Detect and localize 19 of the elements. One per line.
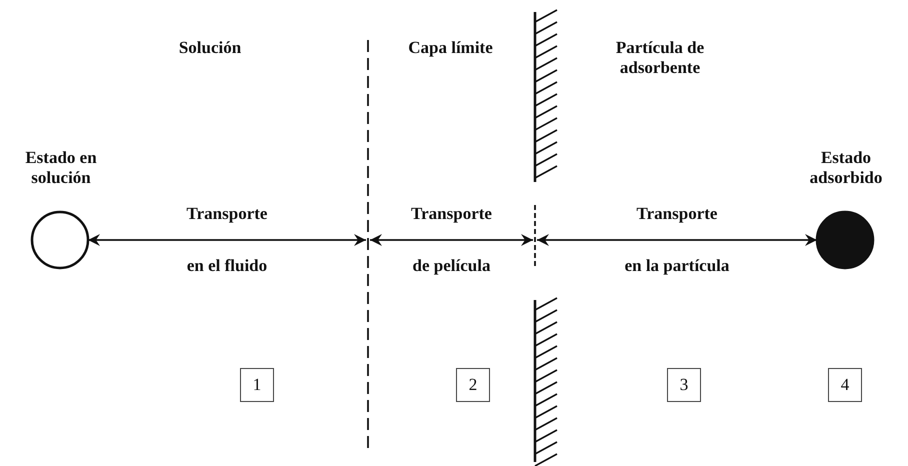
step-number-box: 3 <box>667 368 701 402</box>
double-arrow <box>370 234 533 246</box>
region-label: Solución <box>178 38 242 58</box>
step-number-box: 1 <box>240 368 274 402</box>
state-circle <box>816 210 874 270</box>
double-arrow <box>88 234 366 246</box>
state-circle <box>30 210 90 270</box>
double-arrow <box>537 234 817 246</box>
step-number-box: 2 <box>456 368 490 402</box>
edge-label: Transporte de película <box>410 203 493 277</box>
region-label: Capa límite <box>407 38 494 58</box>
step-number-box: 4 <box>828 368 862 402</box>
state-label: Estado adsorbido <box>790 148 902 188</box>
region-label: Partícula de adsorbente <box>614 38 706 78</box>
dashed-boundary-line <box>367 40 369 448</box>
edge-label: Transporte en la partícula <box>624 203 730 277</box>
hatched-wall-drawing <box>534 9 558 466</box>
edge-label: Transporte en el fluido <box>186 203 268 277</box>
state-label: Estado en solución <box>0 148 122 188</box>
